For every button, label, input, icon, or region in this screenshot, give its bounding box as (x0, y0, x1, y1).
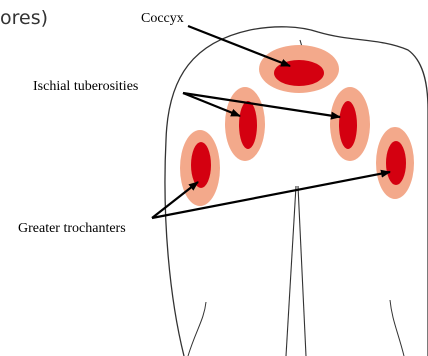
ischial-label: Ischial tuberosities (33, 79, 138, 94)
coccyx-label: Coccyx (141, 11, 184, 26)
leg-divide-right (298, 186, 306, 356)
ischial-pressure-point-right (330, 87, 370, 161)
trochanter-pressure-point-right (376, 127, 414, 199)
inner-thigh-right (390, 300, 404, 356)
inner-thigh-left (188, 302, 206, 356)
ischial-pressure-point-left (225, 87, 265, 161)
coccyx-arrow (188, 26, 290, 66)
coccyx-pressure-point (259, 45, 339, 93)
leg-divide-left (286, 186, 296, 356)
heading-fragment: ores) (0, 7, 48, 29)
trochanters-label: Greater trochanters (18, 221, 126, 236)
trochanter-pressure-point-left (180, 130, 220, 206)
